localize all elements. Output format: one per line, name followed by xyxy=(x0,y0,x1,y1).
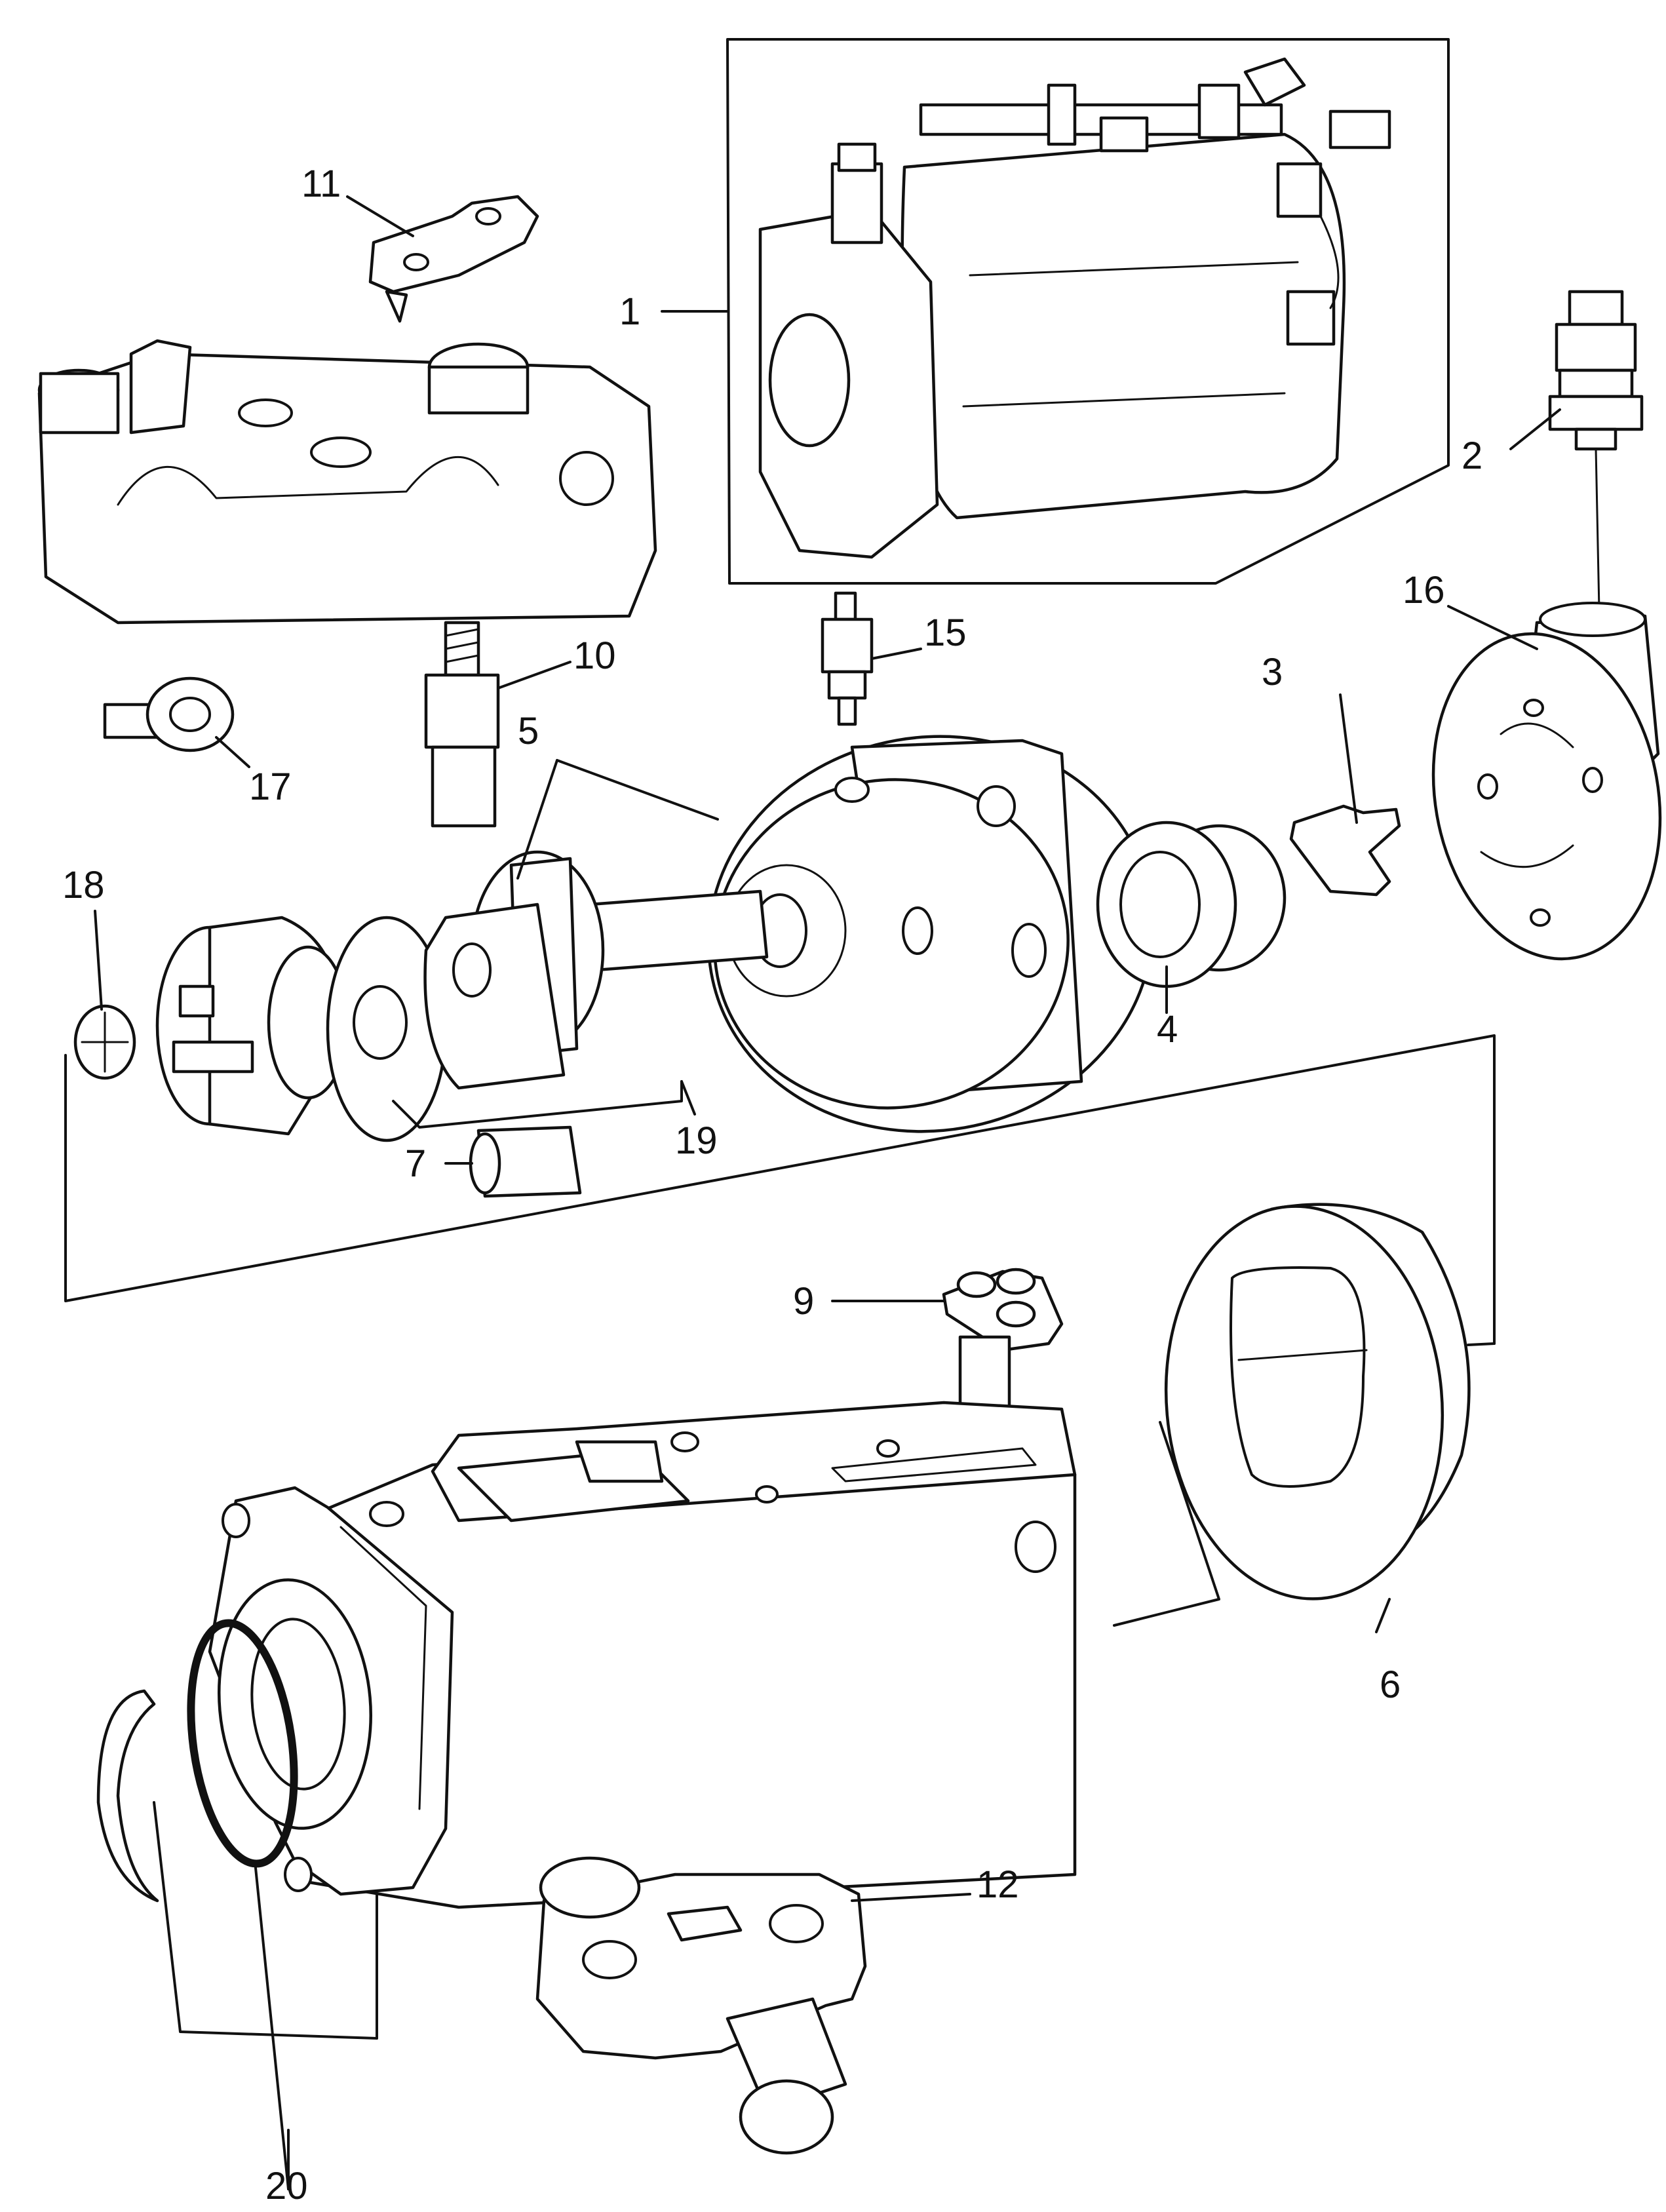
part-12-flange xyxy=(535,1856,867,2155)
callout-5: 5 xyxy=(518,710,539,752)
part-18-nut xyxy=(73,1004,136,1080)
group-brackets xyxy=(64,1034,1496,2190)
part-3-bracket xyxy=(1289,804,1401,897)
callout-12: 12 xyxy=(977,1863,1019,1906)
leader-lines xyxy=(94,195,1561,2190)
part-16-end-plate xyxy=(1431,602,1662,961)
part-15-valve xyxy=(821,591,874,726)
part-4-ring xyxy=(1096,821,1287,988)
part-11-plate xyxy=(368,195,539,323)
part-6-cam-ring xyxy=(1164,1203,1471,1601)
callout-11: 11 xyxy=(301,163,341,205)
part-5-rotor-assembly xyxy=(470,735,1155,1133)
part-2-valve xyxy=(1548,290,1644,611)
callout-7: 7 xyxy=(405,1142,426,1185)
callout-10: 10 xyxy=(573,634,616,677)
callout-20: 20 xyxy=(265,2165,308,2207)
part-10-fitting xyxy=(424,621,500,828)
callout-9: 9 xyxy=(793,1280,814,1323)
callout-2: 2 xyxy=(1462,435,1482,477)
part-7-key xyxy=(469,1125,582,1198)
main-housing xyxy=(208,1401,1077,1909)
callout-18: 18 xyxy=(62,864,105,906)
callout-15: 15 xyxy=(924,611,967,654)
callout-1: 1 xyxy=(619,290,640,333)
callout-17: 17 xyxy=(249,766,292,808)
callout-4: 4 xyxy=(1157,1008,1178,1051)
coupling-group xyxy=(155,902,566,1142)
callout-6: 6 xyxy=(1380,1663,1401,1706)
part-20-circlip-and-oring xyxy=(96,1619,298,1903)
callout-19: 19 xyxy=(675,1119,718,1162)
head-cover xyxy=(37,339,657,625)
part-1-complete-pump-inset xyxy=(726,38,1450,585)
part-17-banjo xyxy=(103,676,235,752)
callout-16: 16 xyxy=(1403,569,1445,611)
part-9-latch xyxy=(942,1268,1064,1431)
callout-labels: 1 2 3 4 5 6 7 9 10 11 12 15 16 17 18 19 … xyxy=(62,163,1482,2207)
callout-3: 3 xyxy=(1262,651,1283,693)
